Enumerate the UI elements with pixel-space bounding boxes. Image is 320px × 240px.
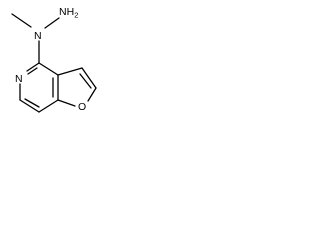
structure-diagram: N NH2 N O: [11, 6, 97, 113]
atom-label-nh2-h: H: [67, 6, 75, 18]
atom-labels: N NH2 N O: [15, 6, 86, 113]
atom-label-nh2-n: N: [59, 6, 67, 18]
bond-c7-c7a: [38, 99, 59, 113]
bond-c4-n5: [26, 62, 40, 72]
bond-c6-c7: [19, 99, 40, 113]
molecule-canvas: N NH2 N O: [0, 0, 142, 151]
bond-c4-n5-inner: [27, 67, 38, 75]
bond-c6-c7-inner: [24, 98, 40, 108]
bond-c3-c2: [81, 67, 97, 89]
atom-label-n-ring: N: [15, 73, 23, 85]
bond-n-nh2: [44, 17, 60, 29]
atom-label-o-ring: O: [78, 101, 86, 113]
atom-label-nh2-count: 2: [74, 11, 78, 20]
atom-label-n-hydrazine: N: [34, 30, 42, 42]
bond-o-c7a: [57, 99, 76, 107]
bond-c2-o: [87, 87, 97, 102]
bond-c3-c2-inner: [79, 73, 92, 89]
bond-c3a-c4: [38, 62, 59, 76]
atom-label-nh2: NH2: [59, 6, 78, 20]
bonds: [11, 13, 97, 113]
bond-methyl-n: [11, 13, 32, 28]
bond-c3a-c3: [57, 67, 83, 76]
